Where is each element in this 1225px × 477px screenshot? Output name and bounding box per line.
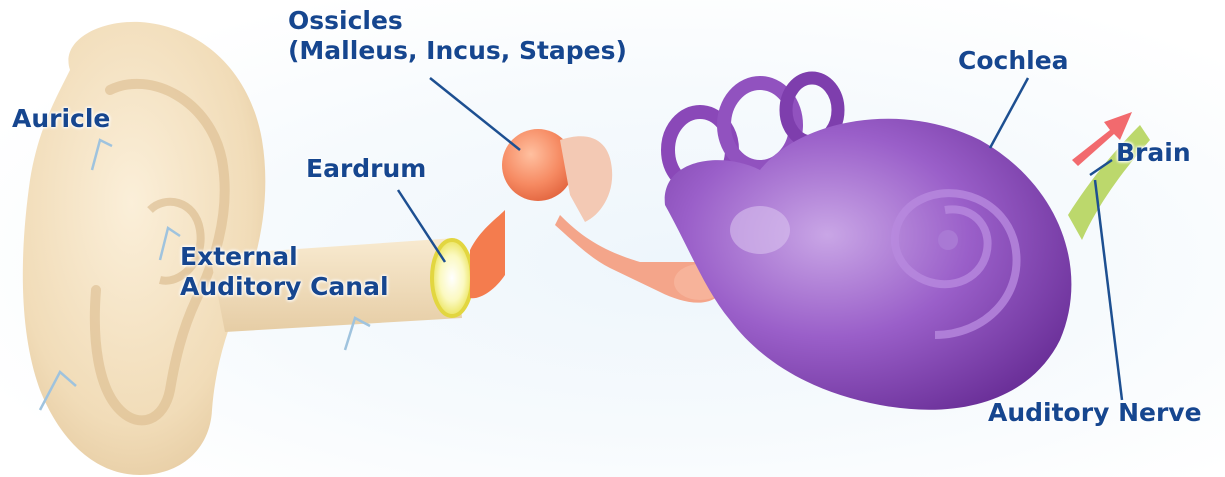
label-ossicles: Ossicles (Malleus, Incus, Stapes) bbox=[288, 6, 627, 66]
label-cochlea: Cochlea bbox=[958, 46, 1069, 76]
label-auricle: Auricle bbox=[12, 104, 110, 134]
label-external-auditory-canal: External Auditory Canal bbox=[180, 242, 389, 302]
label-ossicles-line2: (Malleus, Incus, Stapes) bbox=[288, 36, 627, 66]
label-ossicles-line1: Ossicles bbox=[288, 6, 627, 36]
label-auditory-nerve: Auditory Nerve bbox=[988, 398, 1202, 428]
label-canal-line2: Auditory Canal bbox=[180, 272, 389, 302]
cochlea-shape bbox=[665, 78, 1072, 410]
label-canal-line1: External bbox=[180, 242, 389, 272]
label-brain: Brain bbox=[1116, 138, 1191, 168]
label-eardrum: Eardrum bbox=[306, 154, 426, 184]
